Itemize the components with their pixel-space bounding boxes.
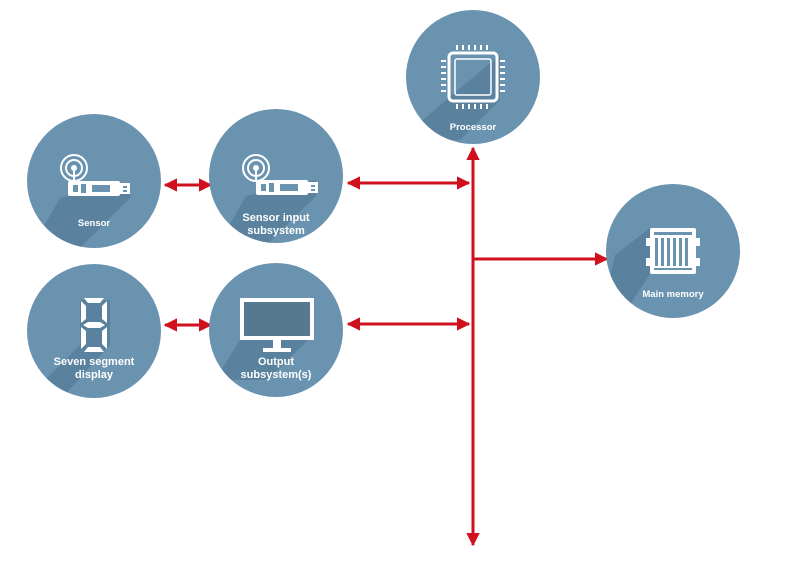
main-memory-node[interactable]: Main memory bbox=[600, 184, 740, 320]
seven-segment-display-node[interactable]: Seven segment display bbox=[25, 264, 161, 400]
processor-label: Processor bbox=[450, 122, 497, 133]
monitor-icon bbox=[240, 298, 314, 352]
sensor-node[interactable]: Sensor bbox=[20, 114, 161, 268]
seven-segment-label-line2: display bbox=[75, 369, 114, 381]
usb-sensor-icon bbox=[242, 154, 318, 195]
bus-connectors bbox=[163, 146, 609, 547]
usb-sensor-icon bbox=[60, 154, 130, 196]
sensor-input-label-line1: Sensor input bbox=[242, 212, 310, 224]
cpu-chip-icon bbox=[441, 45, 505, 109]
seven-segment-digit-icon bbox=[81, 298, 107, 352]
sensor-input-subsystem-node[interactable]: Sensor input subsystem bbox=[206, 109, 343, 266]
output-label-line1: Output bbox=[258, 356, 294, 368]
output-subsystem-node[interactable]: Output subsystem(s) bbox=[209, 263, 343, 397]
seven-segment-label-line1: Seven segment bbox=[54, 356, 135, 368]
output-label-line2: subsystem(s) bbox=[241, 369, 312, 381]
sensor-input-label-line2: subsystem bbox=[247, 225, 305, 237]
main-memory-label: Main memory bbox=[642, 289, 704, 300]
processor-node[interactable]: Processor bbox=[400, 10, 540, 144]
sensor-input-node-shadow bbox=[209, 180, 316, 243]
memory-module-icon bbox=[646, 228, 700, 274]
sensor-label: Sensor bbox=[78, 218, 111, 229]
